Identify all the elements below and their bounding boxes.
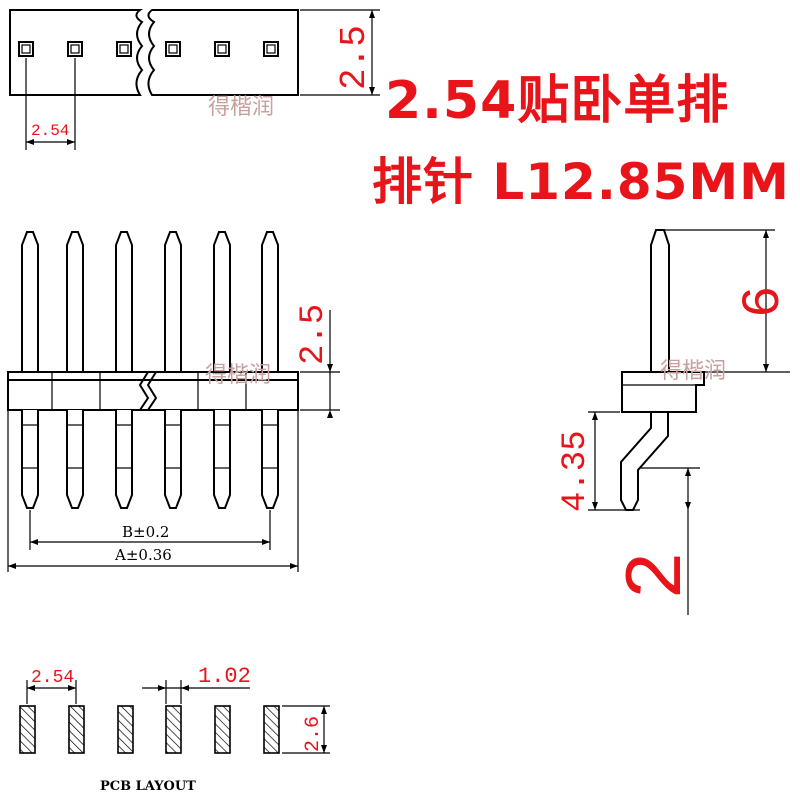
front-lower-pins xyxy=(21,410,279,509)
dim-a-label: A±0.36 xyxy=(114,546,172,564)
pcb-layout-label: PCB LAYOUT xyxy=(100,779,196,794)
top-view: 2.54 2.5 得楷润 xyxy=(9,9,380,150)
watermark-side: 得楷润 xyxy=(660,359,726,384)
dim-b-label: B±0.2 xyxy=(122,523,169,541)
pcb-pitch-label: 2.54 xyxy=(31,668,74,688)
watermark-front: 得楷润 xyxy=(205,363,271,388)
watermark-top: 得楷润 xyxy=(208,95,274,120)
top-height-label: 2.5 xyxy=(334,25,375,90)
side-height-label: 6 xyxy=(734,286,795,318)
pcb-pad-height-label: 2.6 xyxy=(302,716,325,752)
front-height-label: 2.5 xyxy=(295,304,333,365)
pcb-pads xyxy=(19,705,280,754)
title-line-1: 2.54贴卧单排 xyxy=(385,71,730,131)
top-pitch-label: 2.54 xyxy=(31,122,69,140)
pcb-pad-width-label: 1.02 xyxy=(198,664,251,689)
side-bend-label: 4.35 xyxy=(557,430,595,512)
top-pin-squares xyxy=(18,41,279,57)
side-tail-label: 2 xyxy=(612,551,705,600)
front-view: 2.5 得楷润 B±0.2 A±0.36 xyxy=(7,231,340,572)
side-view: 6 得楷润 4.35 2 xyxy=(557,229,795,615)
front-upper-pins xyxy=(21,231,279,372)
title-line-2: 排针 L12.85MM xyxy=(372,153,790,211)
pcb-layout: 2.54 1.02 2.6 PCB LAYOUT xyxy=(19,664,330,794)
